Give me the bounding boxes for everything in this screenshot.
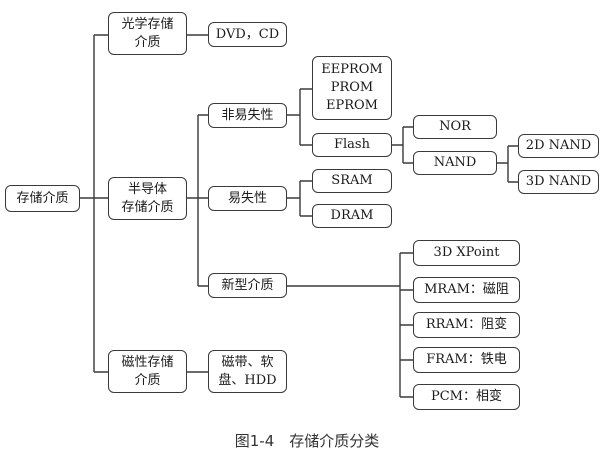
figure-caption: 图1-4 存储介质分类 — [234, 432, 380, 450]
node-nand-3d: 3D NAND — [518, 170, 599, 194]
node-fram: FRAM：铁电 — [413, 347, 520, 373]
node-nonvolatile: 非易失性 — [208, 103, 287, 128]
node-3d-xpoint: 3D XPoint — [413, 240, 520, 266]
node-nand-2d: 2D NAND — [518, 134, 599, 158]
node-flash: Flash — [312, 133, 392, 157]
node-volatile: 易失性 — [208, 186, 287, 211]
node-new-media: 新型介质 — [208, 273, 287, 298]
node-optical-child: DVD，CD — [208, 22, 287, 47]
node-dram: DRAM — [312, 204, 392, 228]
node-eeprom-group: EEPROM PROM EPROM — [312, 56, 392, 120]
node-root: 存储介质 — [5, 185, 80, 212]
node-rram: RRAM：阻变 — [413, 312, 520, 338]
node-mram: MRAM：磁阻 — [413, 277, 520, 303]
node-semiconductor: 半导体 存储介质 — [108, 177, 187, 220]
node-optical: 光学存储 介质 — [108, 12, 187, 55]
node-pcm: PCM：相变 — [413, 384, 520, 410]
node-sram: SRAM — [312, 169, 392, 193]
node-magnetic-child: 磁带、软 盘、HDD — [208, 350, 287, 393]
node-magnetic: 磁性存储 介质 — [108, 350, 187, 393]
node-nand: NAND — [413, 151, 497, 175]
node-nor: NOR — [413, 115, 497, 139]
